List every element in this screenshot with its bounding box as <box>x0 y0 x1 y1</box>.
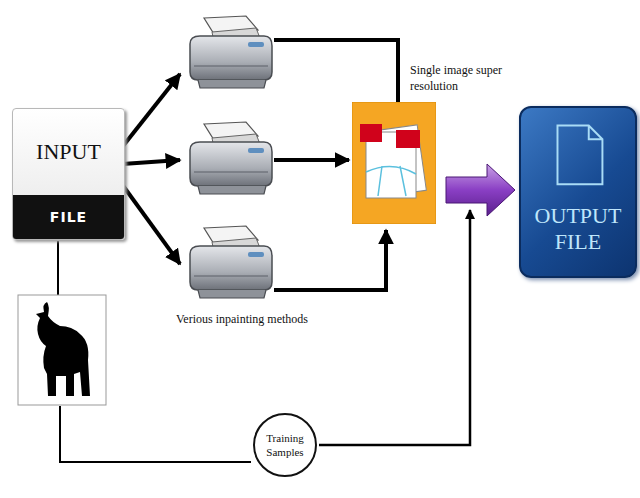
input-file-icon: INPUTFILE <box>12 108 125 240</box>
merge-arrow <box>274 158 349 162</box>
printer-icon <box>190 122 272 194</box>
document-stack-icon <box>352 102 436 224</box>
elephant-silhouette <box>36 302 90 396</box>
node-title: INPUT <box>13 109 124 195</box>
connector-line <box>60 406 251 462</box>
node-subtitle: FILE <box>13 195 124 239</box>
printer-icon <box>190 16 272 88</box>
mask-image <box>18 295 106 405</box>
node-title: OUTPUT FILE <box>521 203 635 254</box>
connector-line <box>57 241 59 295</box>
output-file-icon: OUTPUT FILE <box>519 106 637 278</box>
super-resolution-icon: Single image super resolution <box>352 102 436 224</box>
caption-label: Verious inpainting methods <box>176 312 308 327</box>
node-title: Training Samples <box>261 431 309 460</box>
printer-icon <box>190 226 272 298</box>
image-frame <box>18 295 106 405</box>
block-arrow <box>446 164 515 216</box>
feedback-arrow <box>319 210 470 445</box>
merge-arrow <box>274 230 386 290</box>
printer-icons <box>190 16 272 298</box>
training-circle: Training Samples <box>253 413 317 477</box>
node-title: Single image super resolution <box>410 62 510 94</box>
